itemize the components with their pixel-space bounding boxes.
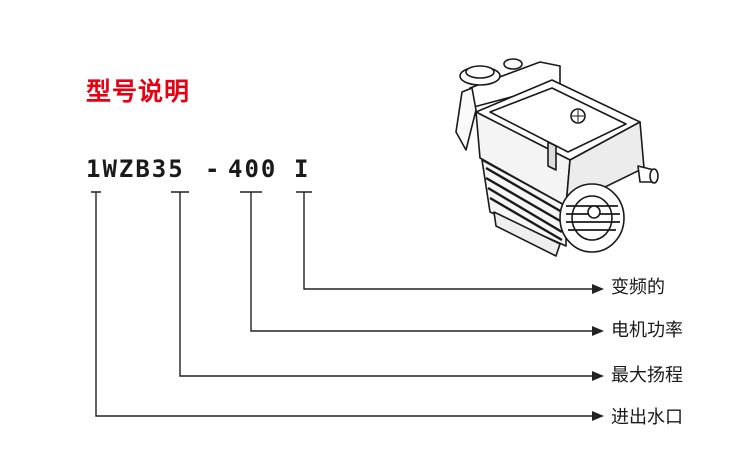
bracket-head <box>171 191 600 377</box>
model-code-base: 1WZB35 <box>86 155 185 183</box>
meaning-motor-power: 电机功率 <box>611 320 683 341</box>
arrow-suffix <box>592 284 604 294</box>
diagram-title: 型号说明 <box>86 77 191 106</box>
meaning-variable-frequency: 变频的 <box>611 277 665 298</box>
model-code-power: 400 <box>228 155 278 183</box>
arrow-inlet <box>592 411 604 421</box>
meaning-max-head: 最大扬程 <box>611 365 683 386</box>
meaning-inlet-outlet: 进出水口 <box>611 407 683 428</box>
bracket-suffix <box>296 191 600 290</box>
arrow-power <box>592 326 604 336</box>
arrow-head <box>592 371 604 381</box>
model-code-separator: - <box>205 155 220 183</box>
model-code-suffix: I <box>294 155 309 183</box>
bracket-power <box>240 191 600 332</box>
bracket-base-inlet <box>91 191 600 417</box>
